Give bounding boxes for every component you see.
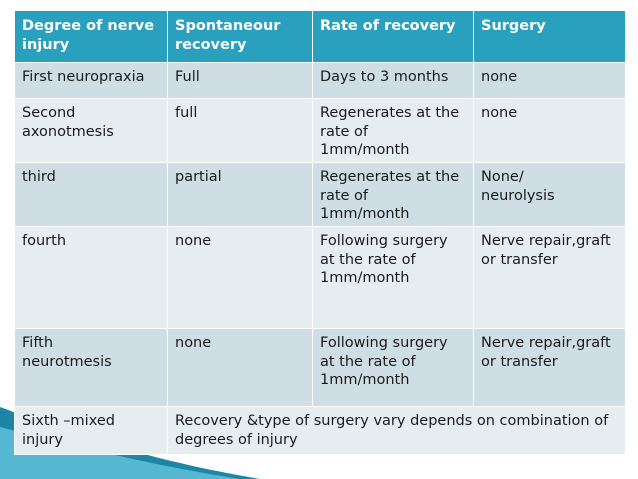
cell: Regenerates at the rate of 1mm/month <box>312 162 474 227</box>
table-row: Fifth neurotmesis none Following surgery… <box>14 328 626 407</box>
cell: partial <box>167 162 313 227</box>
cell: Following surgery at the rate of 1mm/mon… <box>312 328 474 407</box>
cell: Nerve repair,graft or transfer <box>473 328 626 407</box>
cell: First neuropraxia <box>14 62 168 99</box>
cell: Following surgery at the rate of 1mm/mon… <box>312 226 474 329</box>
header-spontaneous-recovery: Spontaneour recovery <box>167 10 313 63</box>
cell: Fifth neurotmesis <box>14 328 168 407</box>
table-row: fourth none Following surgery at the rat… <box>14 226 626 329</box>
cell: Full <box>167 62 313 99</box>
cell: Days to 3 months <box>312 62 474 99</box>
cell: Sixth –mixed injury <box>14 406 168 455</box>
cell: fourth <box>14 226 168 329</box>
header-surgery: Surgery <box>473 10 626 63</box>
slide-decoration <box>0 407 260 479</box>
cell: Second axonotmesis <box>14 98 168 163</box>
header-degree: Degree of nerve injury <box>14 10 168 63</box>
table-row: First neuropraxia Full Days to 3 months … <box>14 62 626 99</box>
merged-cell: Recovery &type of surgery vary depends o… <box>167 406 626 455</box>
nerve-injury-table: Degree of nerve injury Spontaneour recov… <box>14 10 626 455</box>
table-header-row: Degree of nerve injury Spontaneour recov… <box>14 10 626 63</box>
cell: none <box>167 226 313 329</box>
cell: third <box>14 162 168 227</box>
cell: none <box>473 98 626 163</box>
cell: full <box>167 98 313 163</box>
cell: Regenerates at the rate of 1mm/month <box>312 98 474 163</box>
cell: Nerve repair,graft or transfer <box>473 226 626 329</box>
cell: none <box>473 62 626 99</box>
table-row: Sixth –mixed injury Recovery &type of su… <box>14 406 626 455</box>
cell: None/ neurolysis <box>473 162 626 227</box>
table-row: third partial Regenerates at the rate of… <box>14 162 626 227</box>
table-row: Second axonotmesis full Regenerates at t… <box>14 98 626 163</box>
header-rate-of-recovery: Rate of recovery <box>312 10 474 63</box>
cell: none <box>167 328 313 407</box>
